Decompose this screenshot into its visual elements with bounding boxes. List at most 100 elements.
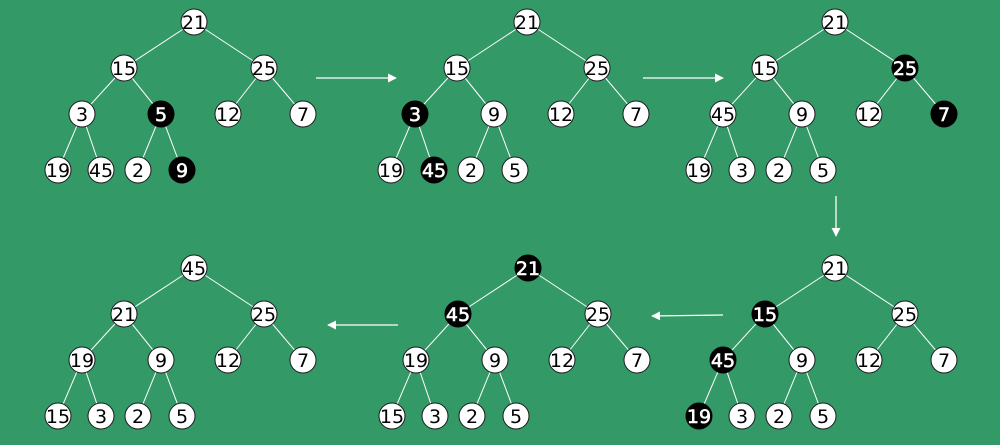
node-circle	[548, 346, 576, 374]
heap-node: 9	[480, 100, 508, 128]
heap-node: 19	[402, 346, 430, 374]
heap-node: 2	[458, 402, 486, 430]
node-circle	[377, 156, 405, 184]
node-circle	[788, 100, 816, 128]
heap-node: 5	[809, 402, 837, 430]
node-circle	[44, 156, 72, 184]
node-value-label: 19	[379, 160, 403, 182]
node-circle	[87, 402, 115, 430]
node-circle	[124, 156, 152, 184]
node-value-label: 7	[938, 350, 950, 372]
node-circle	[930, 346, 958, 374]
node-circle	[68, 100, 96, 128]
node-circle	[457, 156, 485, 184]
heap-node: 25	[250, 300, 278, 328]
heap-node: 7	[289, 100, 317, 128]
heap-node: 15	[751, 54, 779, 82]
node-value-label: 12	[550, 350, 574, 372]
heap-node: 12	[214, 100, 242, 128]
node-value-label: 9	[796, 104, 808, 126]
node-circle	[821, 8, 849, 36]
heap-node: 12	[548, 346, 576, 374]
node-circle	[622, 100, 650, 128]
heap-node: 12	[855, 346, 883, 374]
node-circle	[809, 156, 837, 184]
heap-node: 7	[622, 100, 650, 128]
node-circle	[378, 402, 406, 430]
node-value-label: 25	[893, 304, 917, 326]
node-circle	[68, 346, 96, 374]
node-value-label: 45	[89, 160, 113, 182]
heap-node: 15	[110, 54, 138, 82]
node-circle	[583, 54, 611, 82]
heap-node: 25	[250, 54, 278, 82]
highlighted-node-circle	[514, 254, 542, 282]
heap-node: 9	[168, 156, 196, 184]
node-value-label: 7	[938, 104, 950, 126]
tree-edge	[764, 21, 836, 69]
node-value-label: 21	[823, 258, 847, 280]
heap-node: 19	[44, 156, 72, 184]
heap-node: 9	[788, 346, 816, 374]
node-circle	[87, 156, 115, 184]
node-circle	[250, 54, 278, 82]
node-circle	[180, 8, 208, 36]
node-circle	[402, 346, 430, 374]
node-circle	[751, 54, 779, 82]
tree-edge	[526, 21, 598, 69]
node-circle	[547, 100, 575, 128]
node-value-label: 25	[252, 304, 276, 326]
heap-node: 21	[821, 8, 849, 36]
highlighted-node-circle	[420, 156, 448, 184]
tree-edge	[527, 267, 599, 315]
heap-node: 2	[124, 156, 152, 184]
node-value-label: 19	[687, 160, 711, 182]
node-value-label: 9	[489, 350, 501, 372]
heap-node: 21	[513, 8, 541, 36]
node-circle	[765, 156, 793, 184]
heap-node: 15	[44, 402, 72, 430]
heap-node: 45	[180, 254, 208, 282]
tree-edge	[456, 21, 528, 69]
heap-node: 2	[124, 402, 152, 430]
highlighted-node-circle	[444, 300, 472, 328]
node-value-label: 12	[857, 104, 881, 126]
node-value-label: 3	[409, 104, 421, 126]
heap-node: 2	[765, 156, 793, 184]
node-circle	[147, 346, 175, 374]
node-value-label: 45	[446, 304, 470, 326]
node-circle	[685, 156, 713, 184]
node-circle	[623, 346, 651, 374]
node-value-label: 9	[488, 104, 500, 126]
heap-node: 12	[214, 346, 242, 374]
node-value-label: 21	[823, 12, 847, 34]
heap-node: 7	[930, 100, 958, 128]
heap-node: 5	[501, 156, 529, 184]
node-value-label: 12	[857, 350, 881, 372]
heap-node: 45	[709, 100, 737, 128]
node-value-label: 25	[585, 58, 609, 80]
node-value-label: 25	[893, 58, 917, 80]
node-value-label: 12	[216, 350, 240, 372]
node-circle	[481, 346, 509, 374]
node-circle	[443, 54, 471, 82]
node-circle	[728, 402, 756, 430]
node-value-label: 25	[586, 304, 610, 326]
node-circle	[709, 100, 737, 128]
node-circle	[788, 346, 816, 374]
node-value-label: 7	[631, 350, 643, 372]
highlighted-node-circle	[891, 54, 919, 82]
node-value-label: 2	[132, 406, 144, 428]
node-value-label: 7	[297, 350, 309, 372]
node-value-label: 2	[132, 160, 144, 182]
node-value-label: 15	[46, 406, 70, 428]
node-value-label: 15	[380, 406, 404, 428]
node-circle	[289, 346, 317, 374]
node-value-label: 3	[736, 160, 748, 182]
node-value-label: 45	[422, 160, 446, 182]
heap-node: 2	[765, 402, 793, 430]
